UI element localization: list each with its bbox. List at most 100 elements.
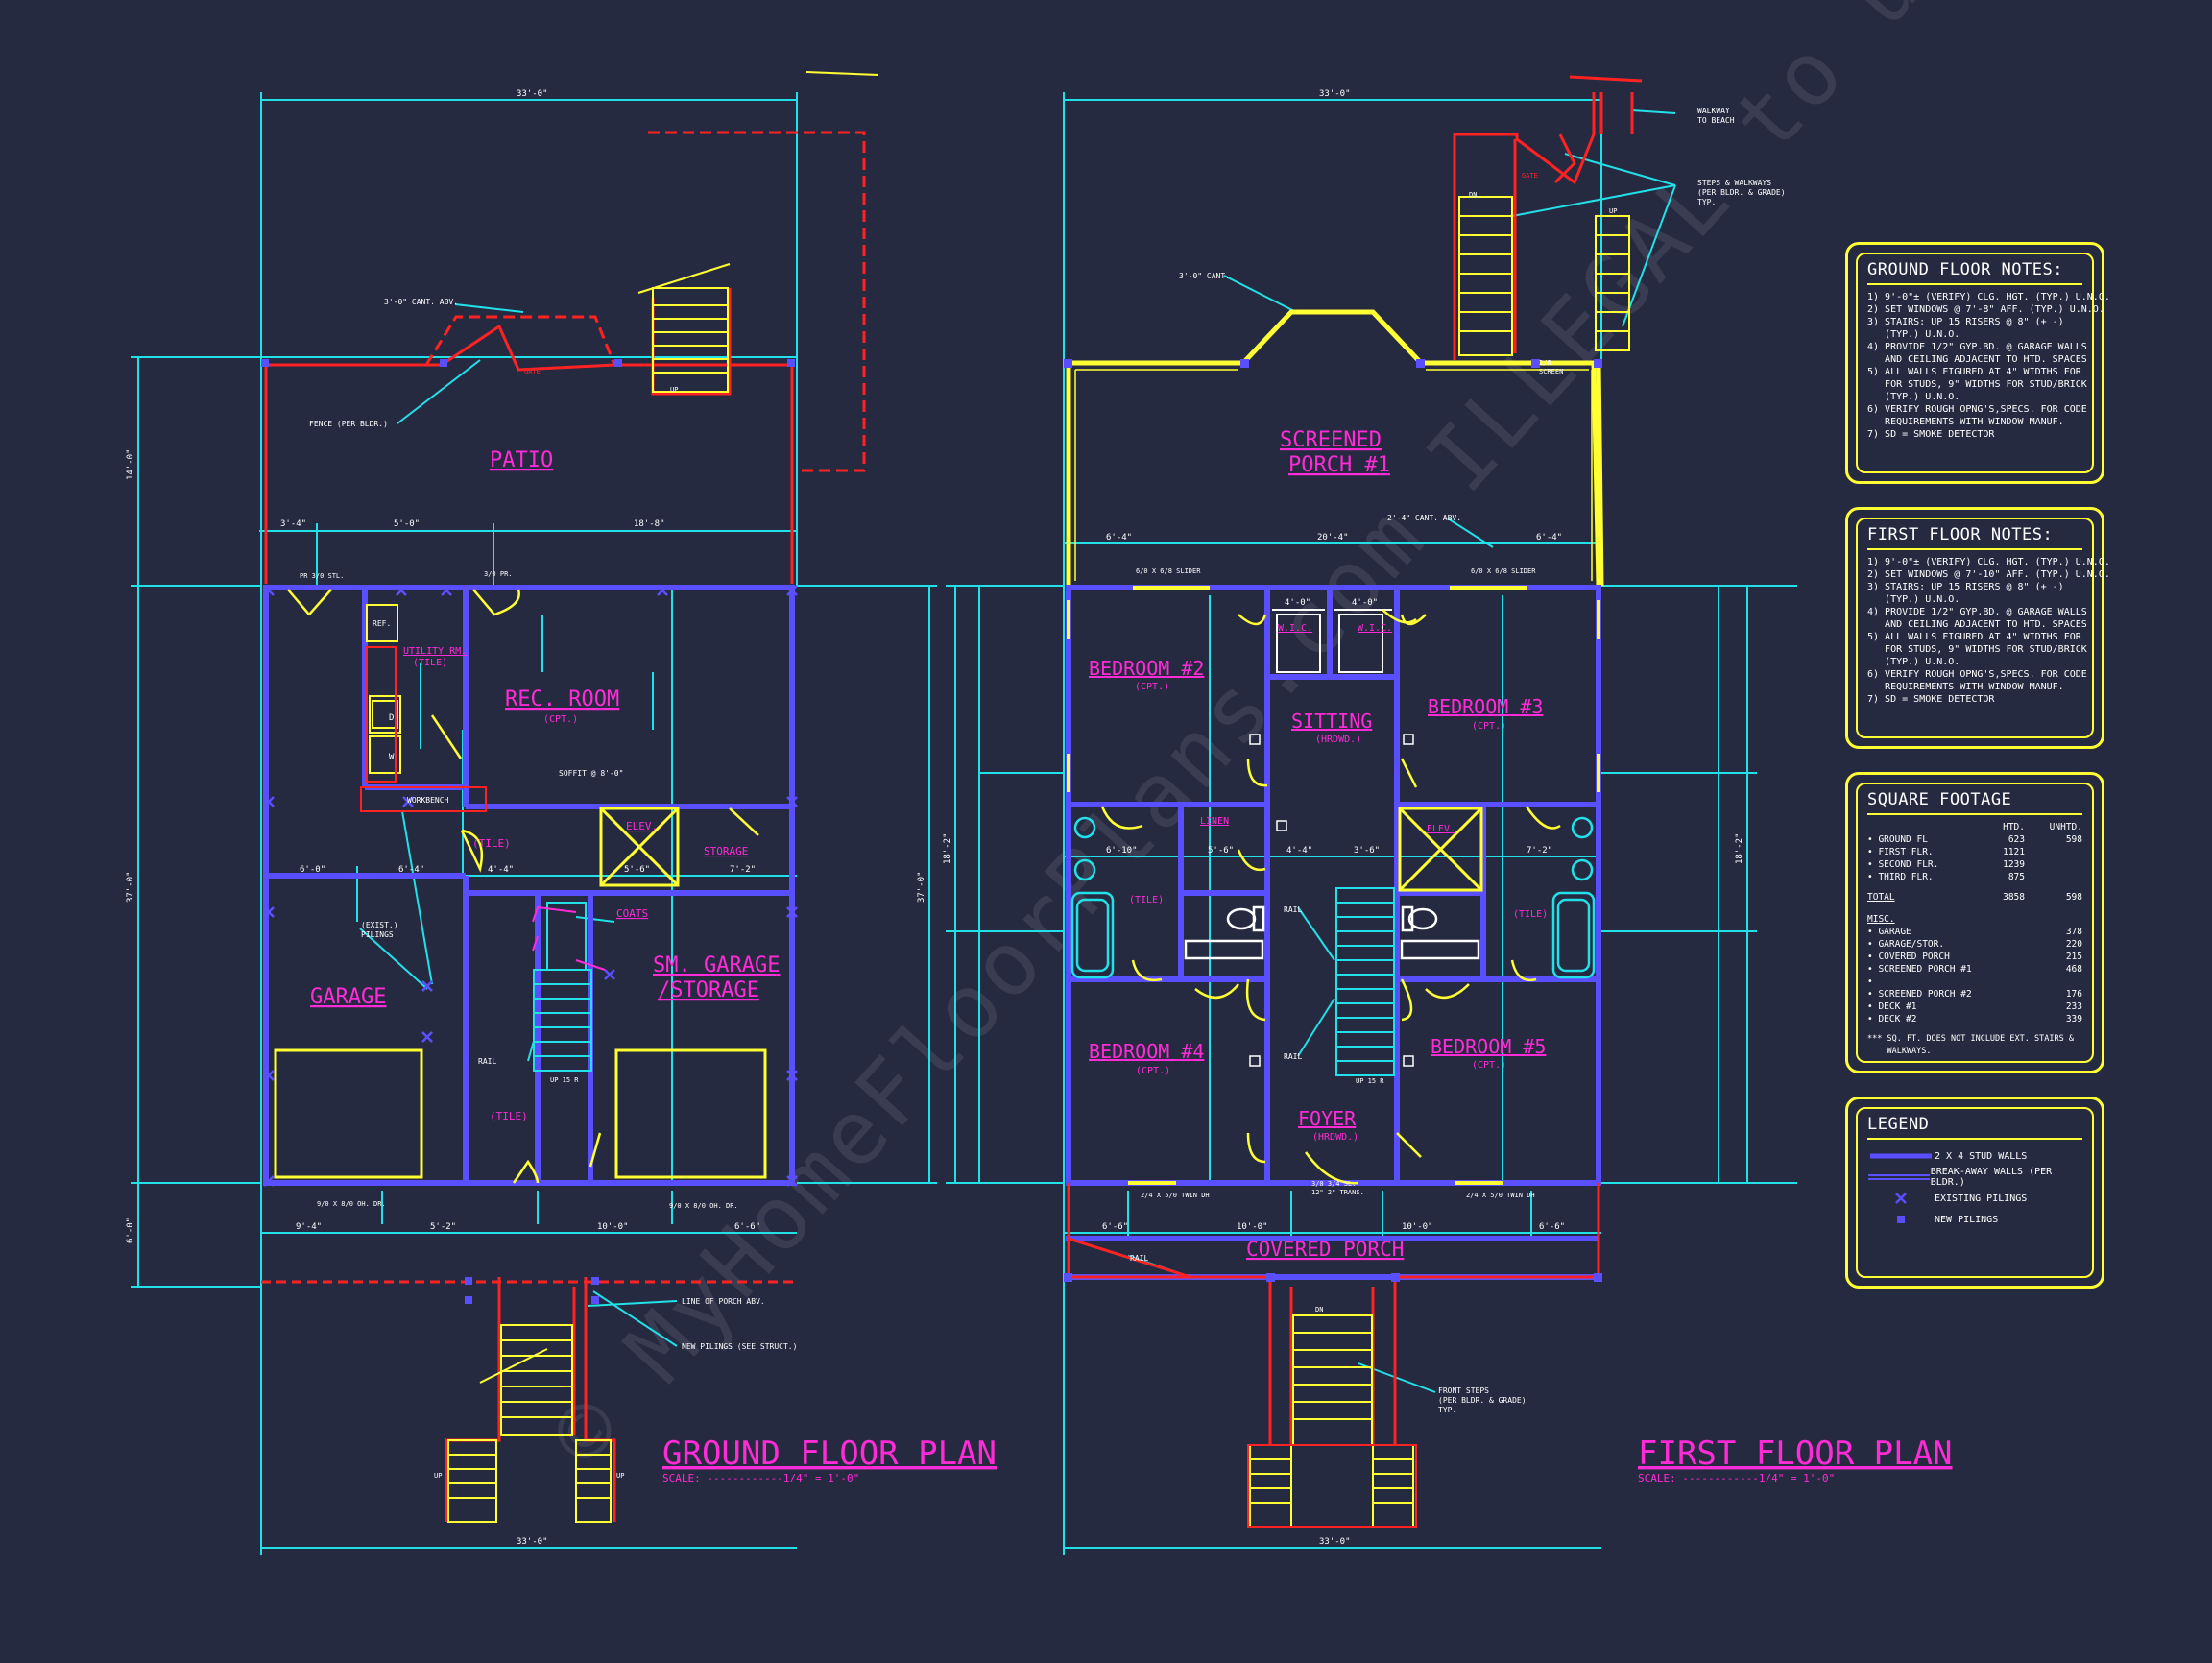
- screen-text-line: SCREEN: [1539, 368, 1563, 375]
- sf-misc-label: • GARAGE/STOR.: [1867, 939, 1945, 950]
- sf-row-label: • THIRD FLR.: [1867, 872, 1934, 882]
- front-stairs-first: [1247, 1314, 1417, 1528]
- legend-row: BREAK-AWAY WALLS (PER BLDR.): [1867, 1167, 2082, 1188]
- toilets: [1184, 905, 1480, 960]
- sf-misc-val: 220: [2065, 939, 2082, 950]
- first-note-line: (TYP.) U.N.O.: [1867, 657, 1960, 667]
- slider-2: 6/0 X 6/8 SLIDER: [1471, 567, 1536, 575]
- first-floor-notes-panel: FIRST FLOOR NOTES: 1) 9'-0"± (VERIFY) CL…: [1845, 507, 2110, 749]
- sf-total-htd: 3858: [2003, 892, 2025, 903]
- screened-porch-walls: [1066, 309, 1604, 587]
- pr-slider-label: PR 3/0 STL.: [300, 572, 344, 580]
- ground-note-line: (TYP.) U.N.O.: [1867, 392, 1960, 402]
- stud-wall-swatch: [1870, 1153, 1932, 1159]
- screen-text: 2/8: [1539, 359, 1551, 367]
- first-dimension-lines: [946, 92, 1797, 1555]
- bedroom-2-floor: (CPT.): [1135, 682, 1169, 692]
- sf-total-unhtd: 598: [2065, 892, 2082, 903]
- bathroom-fixtures: [1070, 816, 1596, 979]
- sf-row-unhtd: [2025, 871, 2082, 883]
- ground-dim-seg-b: 5'-0": [394, 519, 420, 529]
- ground-dim-seg-e: 5'-2": [430, 1222, 456, 1232]
- front-steps-text-line: (PER BLDR. & GRADE): [1438, 1396, 1527, 1405]
- ground-walls: [263, 585, 795, 1186]
- exist-pilings-label: (EXIST.)PILINGS: [361, 921, 398, 939]
- steps-note: STEPS & WALKWAYS(PER BLDR. & GRADE)TYP.: [1697, 179, 1786, 206]
- rail-note-1: RAIL: [1130, 1254, 1148, 1263]
- entry-door-text: 3/0 3/4 SL.: [1311, 1180, 1356, 1188]
- sf-row: • FIRST FLR.1121: [1867, 846, 2082, 858]
- up-label-2: UP: [616, 1472, 624, 1480]
- twin-dh-1: 2/4 X 5/0 TWIN DH: [1141, 1192, 1210, 1199]
- first-floor-plan: SCREENED PORCH #1 BEDROOM #2 (CPT.) BEDR…: [943, 75, 1953, 1555]
- ground-dim-int-3: 5'-6": [624, 865, 650, 875]
- ground-dim-seg-f: 10'-0": [597, 1222, 629, 1232]
- elev-label-first: ELEV.: [1427, 824, 1455, 834]
- first-note-line: 5) ALL WALLS FIGURED AT 4" WIDTHS FOR: [1867, 632, 2081, 642]
- front-stairs-ground: [447, 1324, 612, 1523]
- tile-label-1: (TILE): [472, 837, 511, 850]
- sf-col-unhtd: UNHTD.: [2049, 822, 2082, 832]
- linen-label: LINEN: [1200, 816, 1229, 827]
- first-note-line: FOR STUDS, 9" WIDTHS FOR STUD/BRICK: [1867, 644, 2087, 655]
- legend-label: NEW PILINGS: [1935, 1214, 1999, 1225]
- up-note: UP: [1609, 207, 1617, 215]
- new-pilings-note: NEW PILINGS (SEE STRUCT.): [682, 1342, 797, 1351]
- ref-label: REF.: [373, 619, 391, 628]
- bedroom-5-label: BEDROOM #5: [1431, 1035, 1546, 1058]
- storage-label: STORAGE: [704, 845, 748, 857]
- ground-note-line: 4) PROVIDE 1/2" GYP.BD. @ GARAGE WALLS: [1867, 342, 2087, 352]
- legend-label: 2 X 4 STUD WALLS: [1935, 1150, 2028, 1162]
- sf-misc-label: • SCREENED PORCH #2: [1867, 989, 1972, 1000]
- front-steps-text: FRONT STEPS: [1438, 1386, 1489, 1395]
- first-walkway-red: [1453, 75, 1643, 360]
- sf-row-label: • GROUND FL: [1867, 834, 1928, 845]
- square-footage-title: SQUARE FOOTAGE: [1867, 790, 2082, 815]
- first-dim-int-6: 4'-0": [1285, 598, 1310, 608]
- exist-pilings-text-line: PILINGS: [361, 930, 394, 939]
- screened-porch-label-2: PORCH #1: [1288, 453, 1390, 477]
- dryer-label: D: [389, 713, 394, 723]
- first-dim-seg-b: 20'-4": [1317, 533, 1349, 542]
- first-dim-seg-c: 6'-4": [1536, 533, 1562, 542]
- sf-misc-label: • DECK #2: [1867, 1014, 1917, 1024]
- sf-header-row: HTD. UNHTD.: [1867, 821, 2082, 833]
- sf-footnote: *** SQ. FT. DOES NOT INCLUDE EXT. STAIRS…: [1867, 1034, 2074, 1056]
- first-note-line: 6) VERIFY ROUGH OPNG'S,SPECS. FOR CODE: [1867, 669, 2087, 680]
- ground-floor-notes-panel: GROUND FLOOR NOTES: 1) 9'-0"± (VERIFY) C…: [1845, 242, 2110, 484]
- first-note-line: REQUIREMENTS WITH WINDOW MANUF.: [1867, 682, 2064, 692]
- ground-note-line: 1) 9'-0"± (VERIFY) CLG. HGT. (TYP.) U.N.…: [1867, 292, 2110, 302]
- legend-row: NEW PILINGS: [1867, 1209, 2082, 1230]
- oh-door-1: 9/0 X 8/0 OH. DR.: [317, 1200, 386, 1208]
- cant-note-first: 3'-0" CANT.: [1179, 272, 1230, 280]
- sf-misc-title: MISC.: [1867, 914, 1895, 925]
- utility-floor: (TILE): [413, 658, 447, 668]
- legend-panel: LEGEND 2 X 4 STUD WALLS BREAK-AWAY WALLS…: [1845, 1097, 2104, 1289]
- sf-misc-val: 215: [2065, 952, 2082, 962]
- steps-text-line: (PER BLDR. & GRADE): [1697, 188, 1786, 197]
- ground-floor-notes-title: GROUND FLOOR NOTES:: [1867, 260, 2082, 285]
- sf-misc-val: 233: [2065, 1001, 2082, 1012]
- breakaway-wall-swatch: [1867, 1174, 1930, 1180]
- rail-note-3: RAIL: [1284, 1052, 1302, 1061]
- ground-dim-seg-d: 9'-4": [296, 1222, 322, 1232]
- twin-dh-2: 2/4 X 5/0 TWIN DH: [1466, 1192, 1535, 1199]
- ground-dim-seg-g: 6'-6": [734, 1222, 760, 1232]
- rec-room-floor: (CPT.): [543, 714, 578, 725]
- first-dim-seg-f: 10'-0": [1402, 1222, 1433, 1232]
- ground-dimension-lines: [131, 92, 937, 1555]
- front-steps-text-line: TYP.: [1438, 1406, 1456, 1414]
- first-dim-int-3: 4'-4": [1286, 846, 1312, 856]
- foyer-label: FOYER: [1298, 1107, 1357, 1130]
- tile-label-first-2: (TILE): [1513, 909, 1548, 920]
- utility-counter: [360, 646, 487, 812]
- front-stair-rails-ground: [497, 1287, 576, 1435]
- ground-door-swings: [287, 589, 759, 1184]
- dn-note: DN: [1469, 191, 1477, 199]
- first-dim-int-5: 7'-2": [1527, 846, 1552, 856]
- ground-note-line: (TYP.) U.N.O.: [1867, 329, 1960, 340]
- first-dim-int-2: 5'-6": [1208, 846, 1234, 856]
